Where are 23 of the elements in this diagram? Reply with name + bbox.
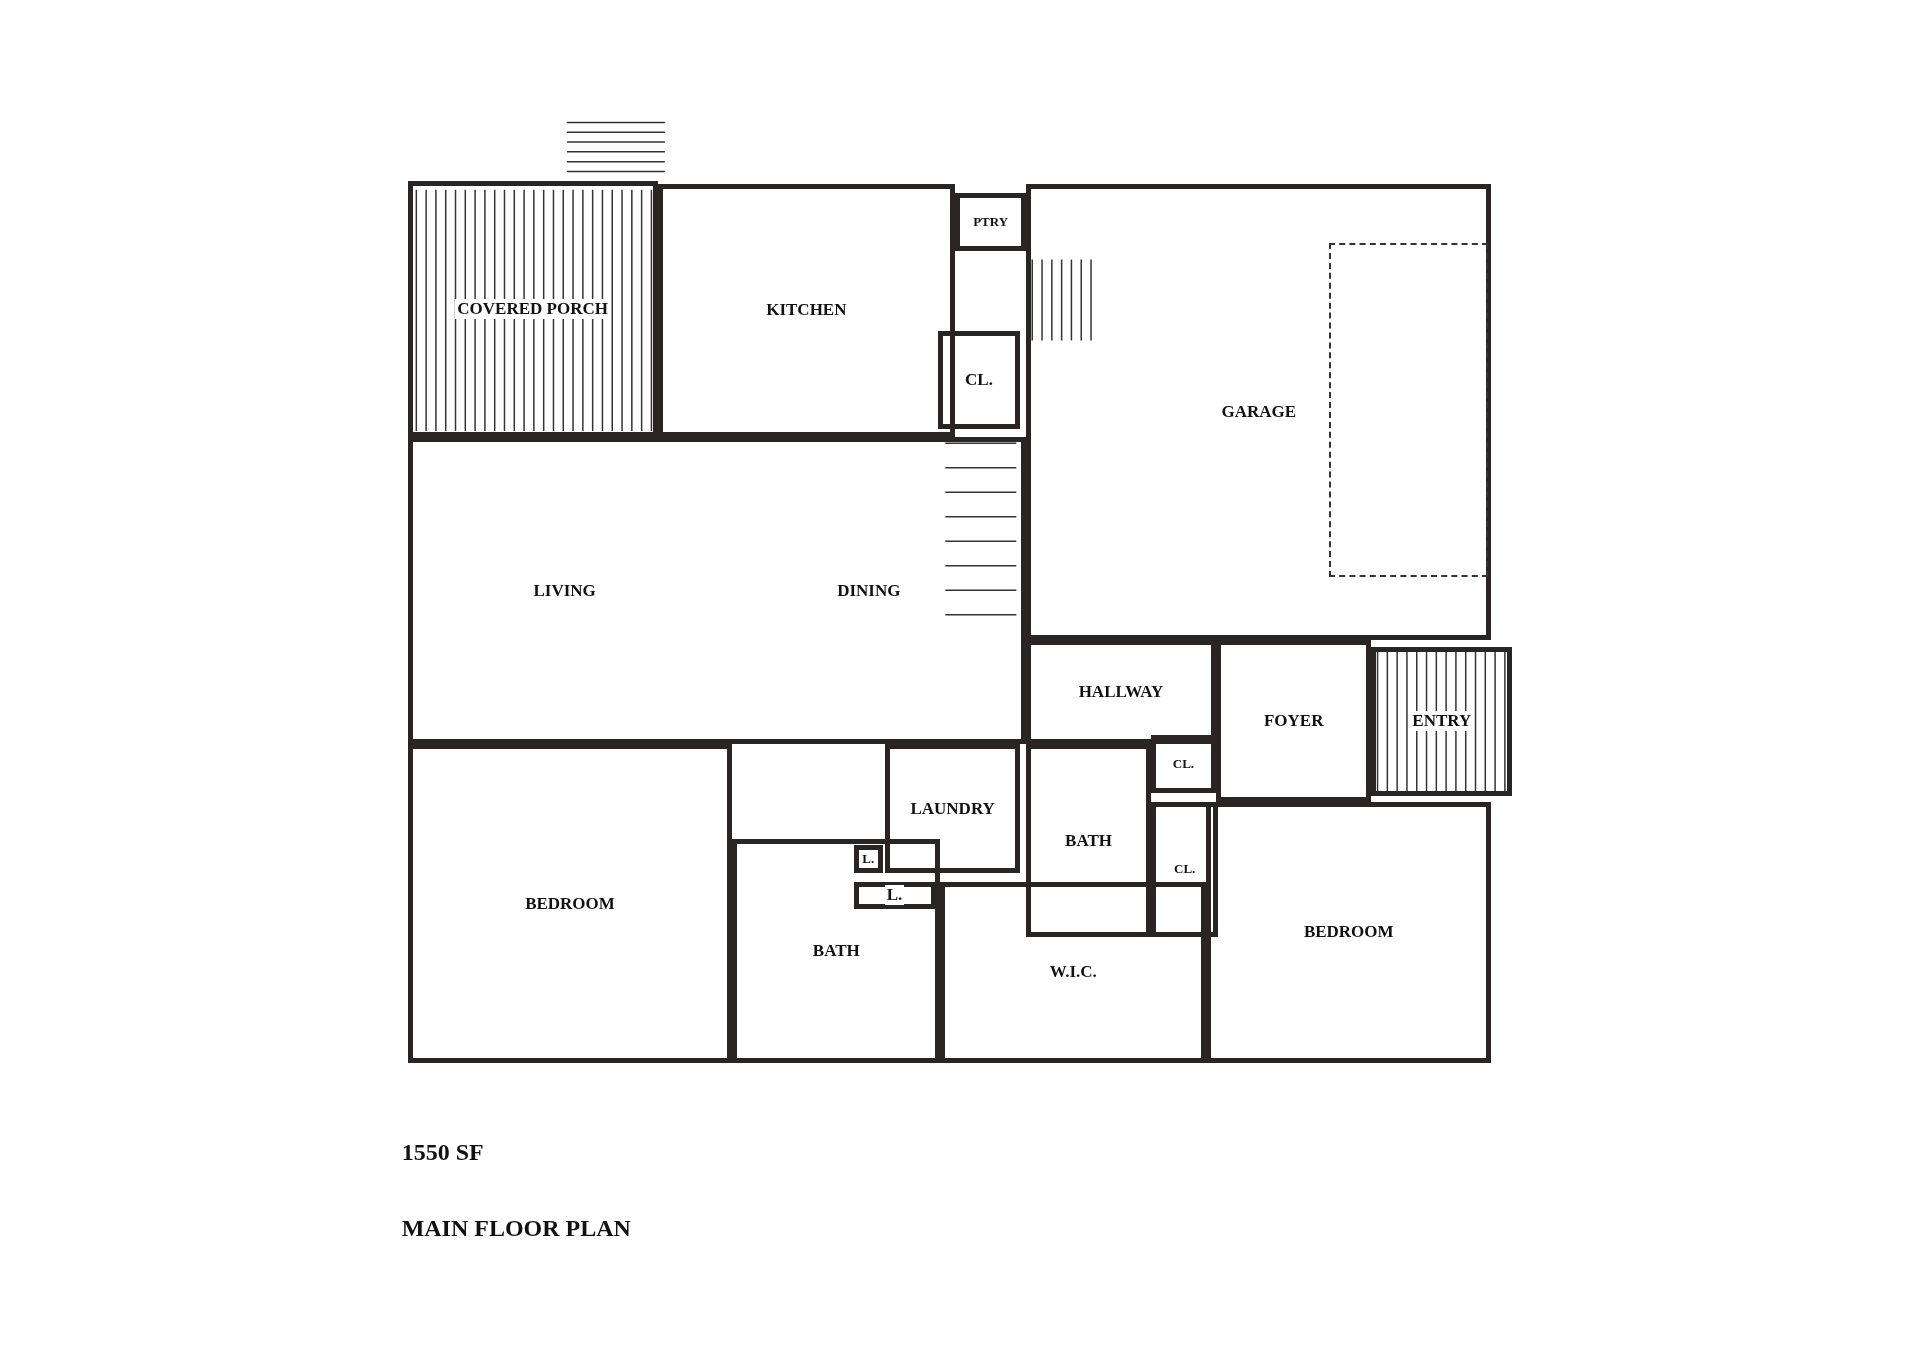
room-outline	[407, 744, 733, 1063]
room-outline	[940, 881, 1207, 1063]
room-outline	[885, 744, 1020, 874]
room-label: COVERED PORCH	[455, 299, 610, 320]
room-outline	[937, 330, 1020, 429]
room-outline	[657, 183, 956, 438]
room-outline	[1215, 640, 1372, 803]
plan-caption: MAIN FLOOR PLAN	[401, 1214, 631, 1242]
room-outline	[1151, 734, 1216, 794]
room-outline	[955, 193, 1027, 251]
parking-outline	[1328, 242, 1488, 577]
room-outline	[1151, 802, 1219, 937]
room-outline	[853, 881, 936, 909]
room-outline	[1026, 183, 1492, 641]
room-label: L.	[884, 885, 905, 906]
room-outline	[732, 838, 941, 1063]
room-outline	[853, 845, 883, 874]
room-outline	[1026, 640, 1216, 745]
room-label: ENTRY	[1410, 711, 1474, 732]
room-outline	[1026, 744, 1151, 937]
area-note: 1550 SF	[401, 1138, 484, 1166]
room-outline	[1206, 802, 1492, 1063]
room-outline	[407, 437, 1027, 745]
